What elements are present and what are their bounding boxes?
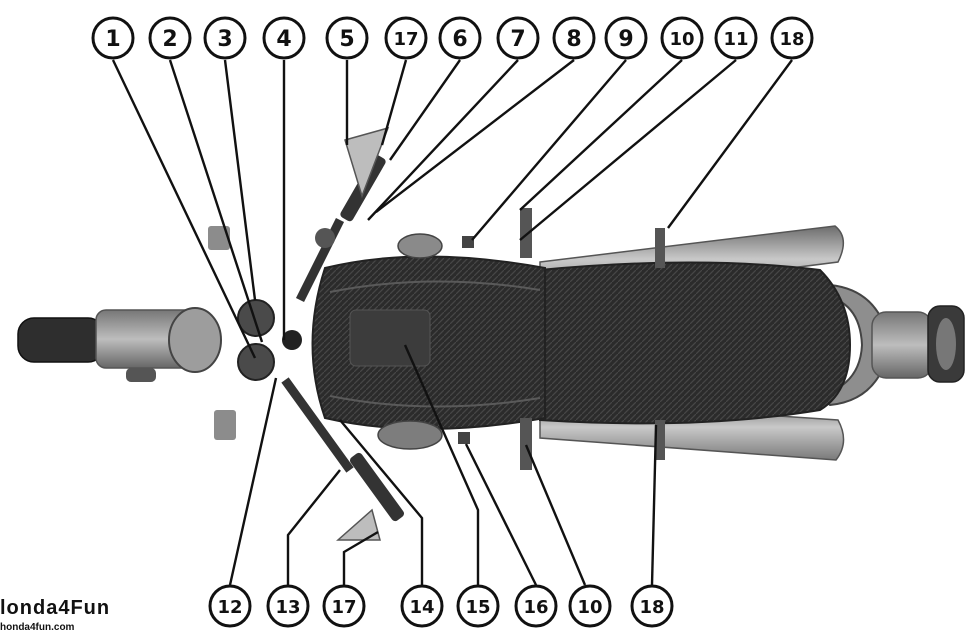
air-cleaner [378,421,442,449]
svg-text:8: 8 [566,27,581,52]
callout-12: 12 [210,586,250,626]
callout-9: 9 [606,18,646,58]
callout-1: 1 [93,18,133,58]
svg-text:11: 11 [723,29,748,50]
svg-text:3: 3 [217,27,232,52]
leader-line [225,60,255,300]
callout-2: 2 [150,18,190,58]
svg-text:17: 17 [331,597,356,618]
callout-18: 18 [772,18,812,58]
leader-line [668,60,792,228]
leader-line [230,378,276,585]
oil-tank [398,234,442,258]
svg-text:18: 18 [779,29,804,50]
motorcycle-illustration [18,128,964,540]
front-tire [18,318,104,362]
callout-4: 4 [264,18,304,58]
headlight [169,308,221,372]
rear-tire [872,312,932,378]
svg-text:18: 18 [639,597,664,618]
callout-14: 14 [402,586,442,626]
leader-line [652,425,656,585]
callout-7: 7 [498,18,538,58]
svg-text:17: 17 [393,29,418,50]
speedometer [238,300,274,336]
leader-line [382,60,406,145]
svg-text:12: 12 [217,597,242,618]
leader-line [390,60,460,160]
tachometer [238,344,274,380]
callout-15: 15 [458,586,498,626]
callout-17: 17 [386,18,426,58]
leader-line [288,470,340,585]
leader-line [472,60,626,240]
callout-8: 8 [554,18,594,58]
callout-6: 6 [440,18,480,58]
callout-17-bottom: 17 [324,586,364,626]
callout-13: 13 [268,586,308,626]
callouts-bottom: 12 13 17 14 15 16 10 18 [210,586,672,626]
callout-16: 16 [516,586,556,626]
svg-text:2: 2 [162,27,177,52]
svg-text:14: 14 [409,597,434,618]
svg-text:10: 10 [669,29,694,50]
svg-text:15: 15 [465,597,490,618]
svg-text:4: 4 [276,27,291,52]
svg-text:9: 9 [618,27,633,52]
svg-text:6: 6 [452,27,467,52]
tank-pad [350,310,430,366]
callout-10-bottom: 10 [570,586,610,626]
callouts-top: 1 2 3 4 5 17 6 7 8 9 10 11 18 [93,18,812,58]
watermark-title: londa4Fun [0,597,110,620]
callout-18-bottom: 18 [632,586,672,626]
callout-10: 10 [662,18,702,58]
callout-3: 3 [205,18,245,58]
svg-text:1: 1 [105,27,120,52]
leader-line [526,445,585,585]
svg-text:10: 10 [577,597,602,618]
leader-line [520,60,736,240]
svg-text:13: 13 [275,597,300,618]
seat [540,263,850,424]
callout-11: 11 [716,18,756,58]
svg-text:7: 7 [510,27,525,52]
svg-text:16: 16 [523,597,548,618]
svg-text:5: 5 [339,27,354,52]
leader-line [170,60,262,342]
watermark-url: honda4fun.com [0,622,74,633]
callout-5: 5 [327,18,367,58]
